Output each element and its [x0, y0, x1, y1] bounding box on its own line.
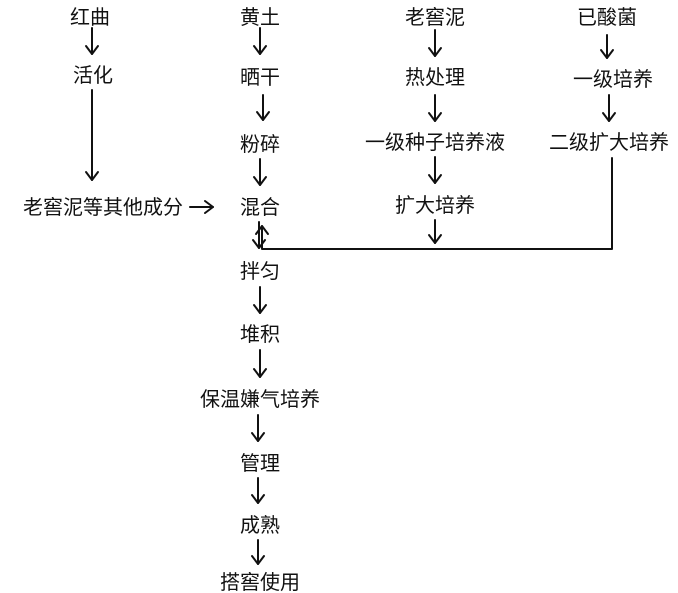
arrow-mature-to-build	[251, 539, 265, 565]
arrow-mix-to-stir	[252, 221, 266, 249]
node-heat-treatment: 热处理	[405, 65, 465, 89]
node-anaerobic-culture: 保温嫌气培养	[200, 387, 320, 411]
node-mature: 成熟	[240, 513, 280, 537]
node-seed-liquid: 一级种子培养液	[365, 130, 505, 154]
node-mix: 混合	[240, 195, 280, 219]
node-stir: 拌匀	[240, 259, 280, 283]
node-second-culture: 二级扩大培养	[549, 130, 669, 154]
node-build-cellar: 搭窖使用	[220, 570, 300, 593]
node-pile: 堆积	[240, 322, 280, 346]
node-activate: 活化	[73, 63, 113, 87]
arrow-crush-to-mix	[253, 158, 267, 186]
arrow-seed-to-expand	[428, 156, 442, 184]
arrow-expand-down	[428, 219, 442, 244]
arrow-manage-to-mature	[251, 477, 265, 504]
node-old-cellar-mud: 老窖泥	[405, 5, 465, 29]
arrow-pile-to-culture	[253, 349, 267, 378]
arrow-first-to-second	[602, 94, 616, 122]
arrow-mud-to-heat	[428, 29, 442, 57]
node-red-yeast: 红曲	[70, 5, 110, 29]
arrow-stir-to-pile	[253, 286, 267, 314]
arrow-dry-to-crush	[256, 94, 270, 121]
node-expand-culture: 扩大培养	[395, 193, 475, 217]
arrow-culture-to-manage	[251, 414, 265, 442]
arrow-heat-to-seed	[428, 94, 442, 122]
node-first-culture: 一级培养	[573, 67, 653, 91]
arrow-components-to-mix	[189, 200, 214, 214]
arrow-red-yeast-to-activate	[85, 27, 99, 55]
node-caproic-bacteria: 已酸菌	[577, 5, 637, 29]
node-old-mud-components: 老窖泥等其他成分	[23, 195, 183, 219]
node-loess: 黄土	[240, 5, 280, 29]
node-sun-dry: 晒干	[240, 65, 280, 89]
arrow-second-to-mix	[255, 157, 613, 250]
arrow-activate-down	[85, 89, 99, 181]
node-manage: 管理	[240, 451, 280, 475]
arrow-caproic-to-first	[600, 34, 614, 59]
arrow-loess-to-dry	[253, 27, 267, 55]
node-crush: 粉碎	[240, 132, 280, 156]
